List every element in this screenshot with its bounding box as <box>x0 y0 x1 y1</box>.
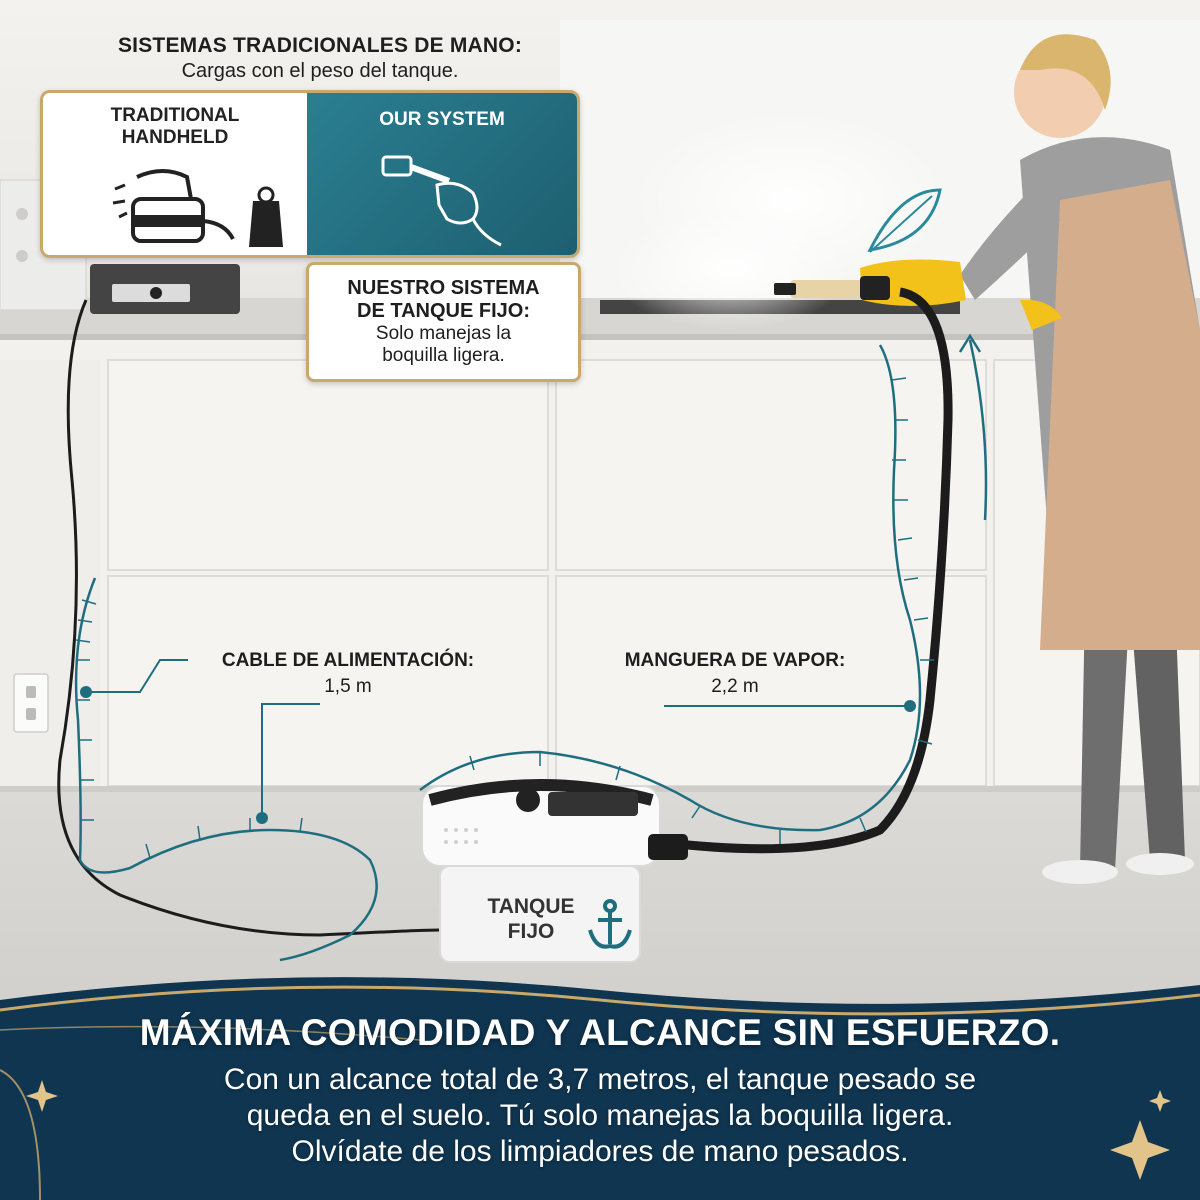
fixed-tank-title: NUESTRO SISTEMA DE TANQUE FIJO: <box>309 277 578 323</box>
our-system-title: OUR SYSTEM <box>379 109 505 130</box>
steam-hose-title: MANGUERA DE VAPOR: <box>624 650 846 671</box>
hose-measure-line <box>419 344 922 832</box>
steam-hose-length: 2,2 m <box>711 676 759 697</box>
power-cable-label: CABLE DE ALIMENTACIÓN: 1,5 m <box>188 650 508 698</box>
steam-hose-label: MANGUERA DE VAPOR: 2,2 m <box>590 650 880 698</box>
cable-leader-line <box>86 659 188 693</box>
bottom-wave <box>0 977 1200 1200</box>
fixed-tank-body: Solo manejas la boquilla ligera. <box>309 323 578 367</box>
footer-body: Con un alcance total de 3,7 metros, el t… <box>0 1062 1200 1170</box>
power-cable <box>57 299 441 937</box>
tank-label-line1: TANQUE <box>487 895 575 918</box>
heavy-handheld-icon <box>112 169 283 247</box>
arrow-up-icon <box>968 339 988 521</box>
sparkle-icon <box>1110 1120 1170 1180</box>
feather-icon <box>867 188 942 252</box>
our-system-panel: OUR SYSTEM <box>307 93 577 255</box>
fixed-tank-body-line1: Solo manejas la <box>375 323 512 344</box>
comparison-card: TRADITIONAL HANDHELD OUR SYSTEM <box>40 90 580 258</box>
weight-icon <box>249 201 283 247</box>
footer-line3: Olvídate de los limpiadores de mano pesa… <box>291 1135 909 1168</box>
sparkle-icon-left <box>26 1080 58 1112</box>
tank-label: TANQUE FIJO <box>476 894 586 944</box>
cable-measure-line <box>74 577 378 962</box>
light-nozzle-hand-icon <box>381 155 502 247</box>
header-subtitle: Cargas con el peso del tanque. <box>181 60 459 82</box>
traditional-title: TRADITIONAL HANDHELD <box>43 105 307 149</box>
footer-line1: Con un alcance total de 3,7 metros, el t… <box>223 1063 977 1096</box>
traditional-panel: TRADITIONAL HANDHELD <box>43 93 307 255</box>
fixed-tank-info-box: NUESTRO SISTEMA DE TANQUE FIJO: Solo man… <box>306 262 581 382</box>
fixed-tank-title-line2: DE TANQUE FIJO: <box>357 300 530 322</box>
fixed-tank-body-line2: boquilla ligera. <box>382 345 505 366</box>
traditional-title-line1: TRADITIONAL <box>110 105 240 126</box>
header-title: SISTEMAS TRADICIONALES DE MANO: <box>117 34 523 57</box>
sparkle-icon-small <box>1149 1090 1171 1112</box>
steam-hose <box>659 287 953 854</box>
footer-title: MÁXIMA COMODIDAD Y ALCANCE SIN ESFUERZO. <box>139 1012 1061 1053</box>
fixed-tank-title-line1: NUESTRO SISTEMA <box>347 277 540 299</box>
woman-figure <box>860 34 1200 884</box>
cable-leader-line-2 <box>261 703 320 818</box>
footer-line2: queda en el suelo. Tú solo manejas la bo… <box>246 1099 954 1132</box>
header: SISTEMAS TRADICIONALES DE MANO: Cargas c… <box>60 34 580 83</box>
power-cable-title: CABLE DE ALIMENTACIÓN: <box>221 650 475 671</box>
tank-label-line2: FIJO <box>507 920 555 943</box>
steam-cleaner-unit <box>421 779 688 963</box>
anchor-icon <box>588 899 632 949</box>
traditional-title-line2: HANDHELD <box>121 127 229 148</box>
power-cable-length: 1,5 m <box>324 676 372 697</box>
footer: MÁXIMA COMODIDAD Y ALCANCE SIN ESFUERZO.… <box>0 1012 1200 1170</box>
